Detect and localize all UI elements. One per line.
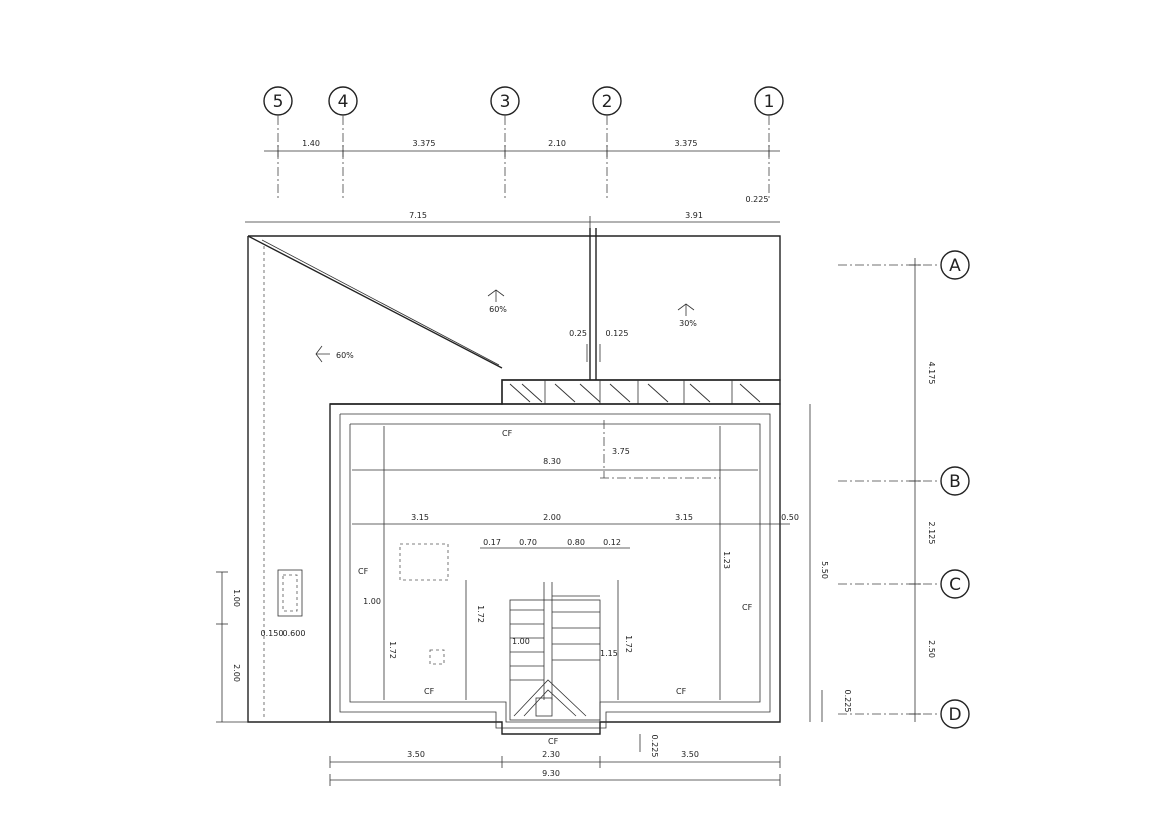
cf-label: CF — [502, 429, 513, 438]
dim-vertical-note-4: 1.72 — [624, 635, 633, 653]
dim-right-small: 0.225 — [843, 690, 852, 713]
axis-label-3: 3 — [500, 92, 511, 112]
dim-inner-right-offset: 0.50 — [781, 513, 799, 522]
axis-bubble-1: 1 — [754, 86, 784, 200]
cf-labels: CF CF CF CF CF CF — [358, 429, 753, 746]
skylight: 0.150 0.600 — [261, 569, 306, 638]
dim-top-5: 0.225 — [746, 195, 769, 204]
dim-overall-left: 7.15 — [409, 211, 427, 220]
column-axes: 5 4 3 2 1 — [263, 86, 784, 200]
dim-top-4: 3.375 — [675, 139, 698, 148]
dim-overall-right: 3.91 — [685, 211, 703, 220]
stair-mark-1: 1.00 — [512, 637, 530, 646]
axis-bubble-4: 4 — [328, 86, 358, 200]
axis-label-1: 1 — [764, 92, 775, 112]
dim-interior-3: 3.15 — [675, 513, 693, 522]
stair-mark-2: 1.15 — [600, 649, 618, 658]
dim-right-2: 2.125 — [927, 522, 936, 545]
dim-vertical-note-2: 1.72 — [388, 641, 397, 659]
slope-arrow-icon — [315, 345, 330, 363]
roof-outline: 0.25 0.125 — [247, 228, 781, 723]
axis-bubble-d: D — [838, 699, 970, 729]
dim-interior-left: 1.00 — [363, 597, 381, 606]
bottom-dimension-chain: 3.50 2.30 3.50 9.30 0.225 — [329, 734, 781, 786]
dim-interior-2: 2.00 — [543, 513, 561, 522]
axis-label-2: 2 — [602, 92, 613, 112]
building-walls — [330, 403, 781, 735]
row-axes: A B C D — [838, 250, 970, 729]
stair: 1.00 1.15 — [509, 582, 618, 721]
dim-small-4: 0.12 — [603, 538, 621, 547]
dim-interior-1: 3.15 — [411, 513, 429, 522]
axis-label-c: C — [949, 575, 961, 595]
dim-window-1: 0.150 — [261, 629, 284, 638]
dim-small-1: 0.17 — [483, 538, 501, 547]
axis-bubble-3: 3 — [490, 86, 520, 200]
dim-bottom-overall: 9.30 — [542, 769, 560, 778]
axis-label-5: 5 — [273, 92, 284, 112]
slope-annotations: 60% 60% 30% — [315, 289, 697, 363]
axis-bubble-2: 2 — [592, 86, 622, 200]
axis-bubble-5: 5 — [263, 86, 293, 200]
dim-top-2: 3.375 — [413, 139, 436, 148]
dim-bottom-2: 2.30 — [542, 750, 560, 759]
gap-right: 0.125 — [606, 329, 629, 338]
hatched-beam — [501, 379, 781, 405]
axis-label-a: A — [949, 256, 961, 276]
axis-bubble-c: C — [838, 569, 970, 599]
dim-vertical-note-3: 1.72 — [476, 605, 485, 623]
axis-label-4: 4 — [338, 92, 349, 112]
right-dimension-chain: 4.175 2.125 2.50 0.225 5.50 — [809, 258, 936, 722]
dim-vertical-note-1: 3.75 — [612, 447, 630, 456]
axis-bubble-b: B — [838, 466, 970, 496]
dim-interior-span: 8.30 — [543, 457, 561, 466]
dim-bottom-3: 3.50 — [681, 750, 699, 759]
dim-bottom-step: 0.225 — [650, 735, 659, 758]
slope-arrow-icon — [487, 289, 505, 302]
dim-small-2: 0.70 — [519, 538, 537, 547]
top-dimension-chain: 1.40 3.375 2.10 3.375 0.225 7.15 3.91 — [245, 139, 780, 228]
dim-inner-right: 5.50 — [820, 561, 829, 579]
slope-right-label: 30% — [679, 319, 697, 328]
dim-right-3: 2.50 — [927, 640, 936, 658]
gap-left: 0.25 — [569, 329, 587, 338]
dim-bottom-1: 3.50 — [407, 750, 425, 759]
left-dimension-chain: 1.00 2.00 — [216, 571, 248, 723]
dim-left-1: 1.00 — [232, 589, 241, 607]
slope-left-label: 60% — [336, 351, 354, 360]
dim-right-1: 4.175 — [927, 362, 936, 385]
cf-label: CF — [424, 687, 435, 696]
slope-arrow-icon — [677, 303, 695, 316]
cf-label: CF — [358, 567, 369, 576]
dim-top-3: 2.10 — [548, 139, 566, 148]
dim-left-2: 2.00 — [232, 664, 241, 682]
dim-vertical-note-5: 1.23 — [722, 551, 731, 569]
cf-label: CF — [548, 737, 559, 746]
axis-label-d: D — [948, 705, 961, 725]
dim-small-3: 0.80 — [567, 538, 585, 547]
dim-top-1: 1.40 — [302, 139, 320, 148]
axis-bubble-a: A — [838, 250, 970, 280]
axis-label-b: B — [949, 472, 961, 492]
cf-label: CF — [676, 687, 687, 696]
interior-details: 8.30 3.75 3.15 2.00 3.15 0.50 0.17 0.70 … — [352, 420, 799, 700]
dim-window-2: 0.600 — [283, 629, 306, 638]
slope-top-label: 60% — [489, 305, 507, 314]
cf-label: CF — [742, 603, 753, 612]
